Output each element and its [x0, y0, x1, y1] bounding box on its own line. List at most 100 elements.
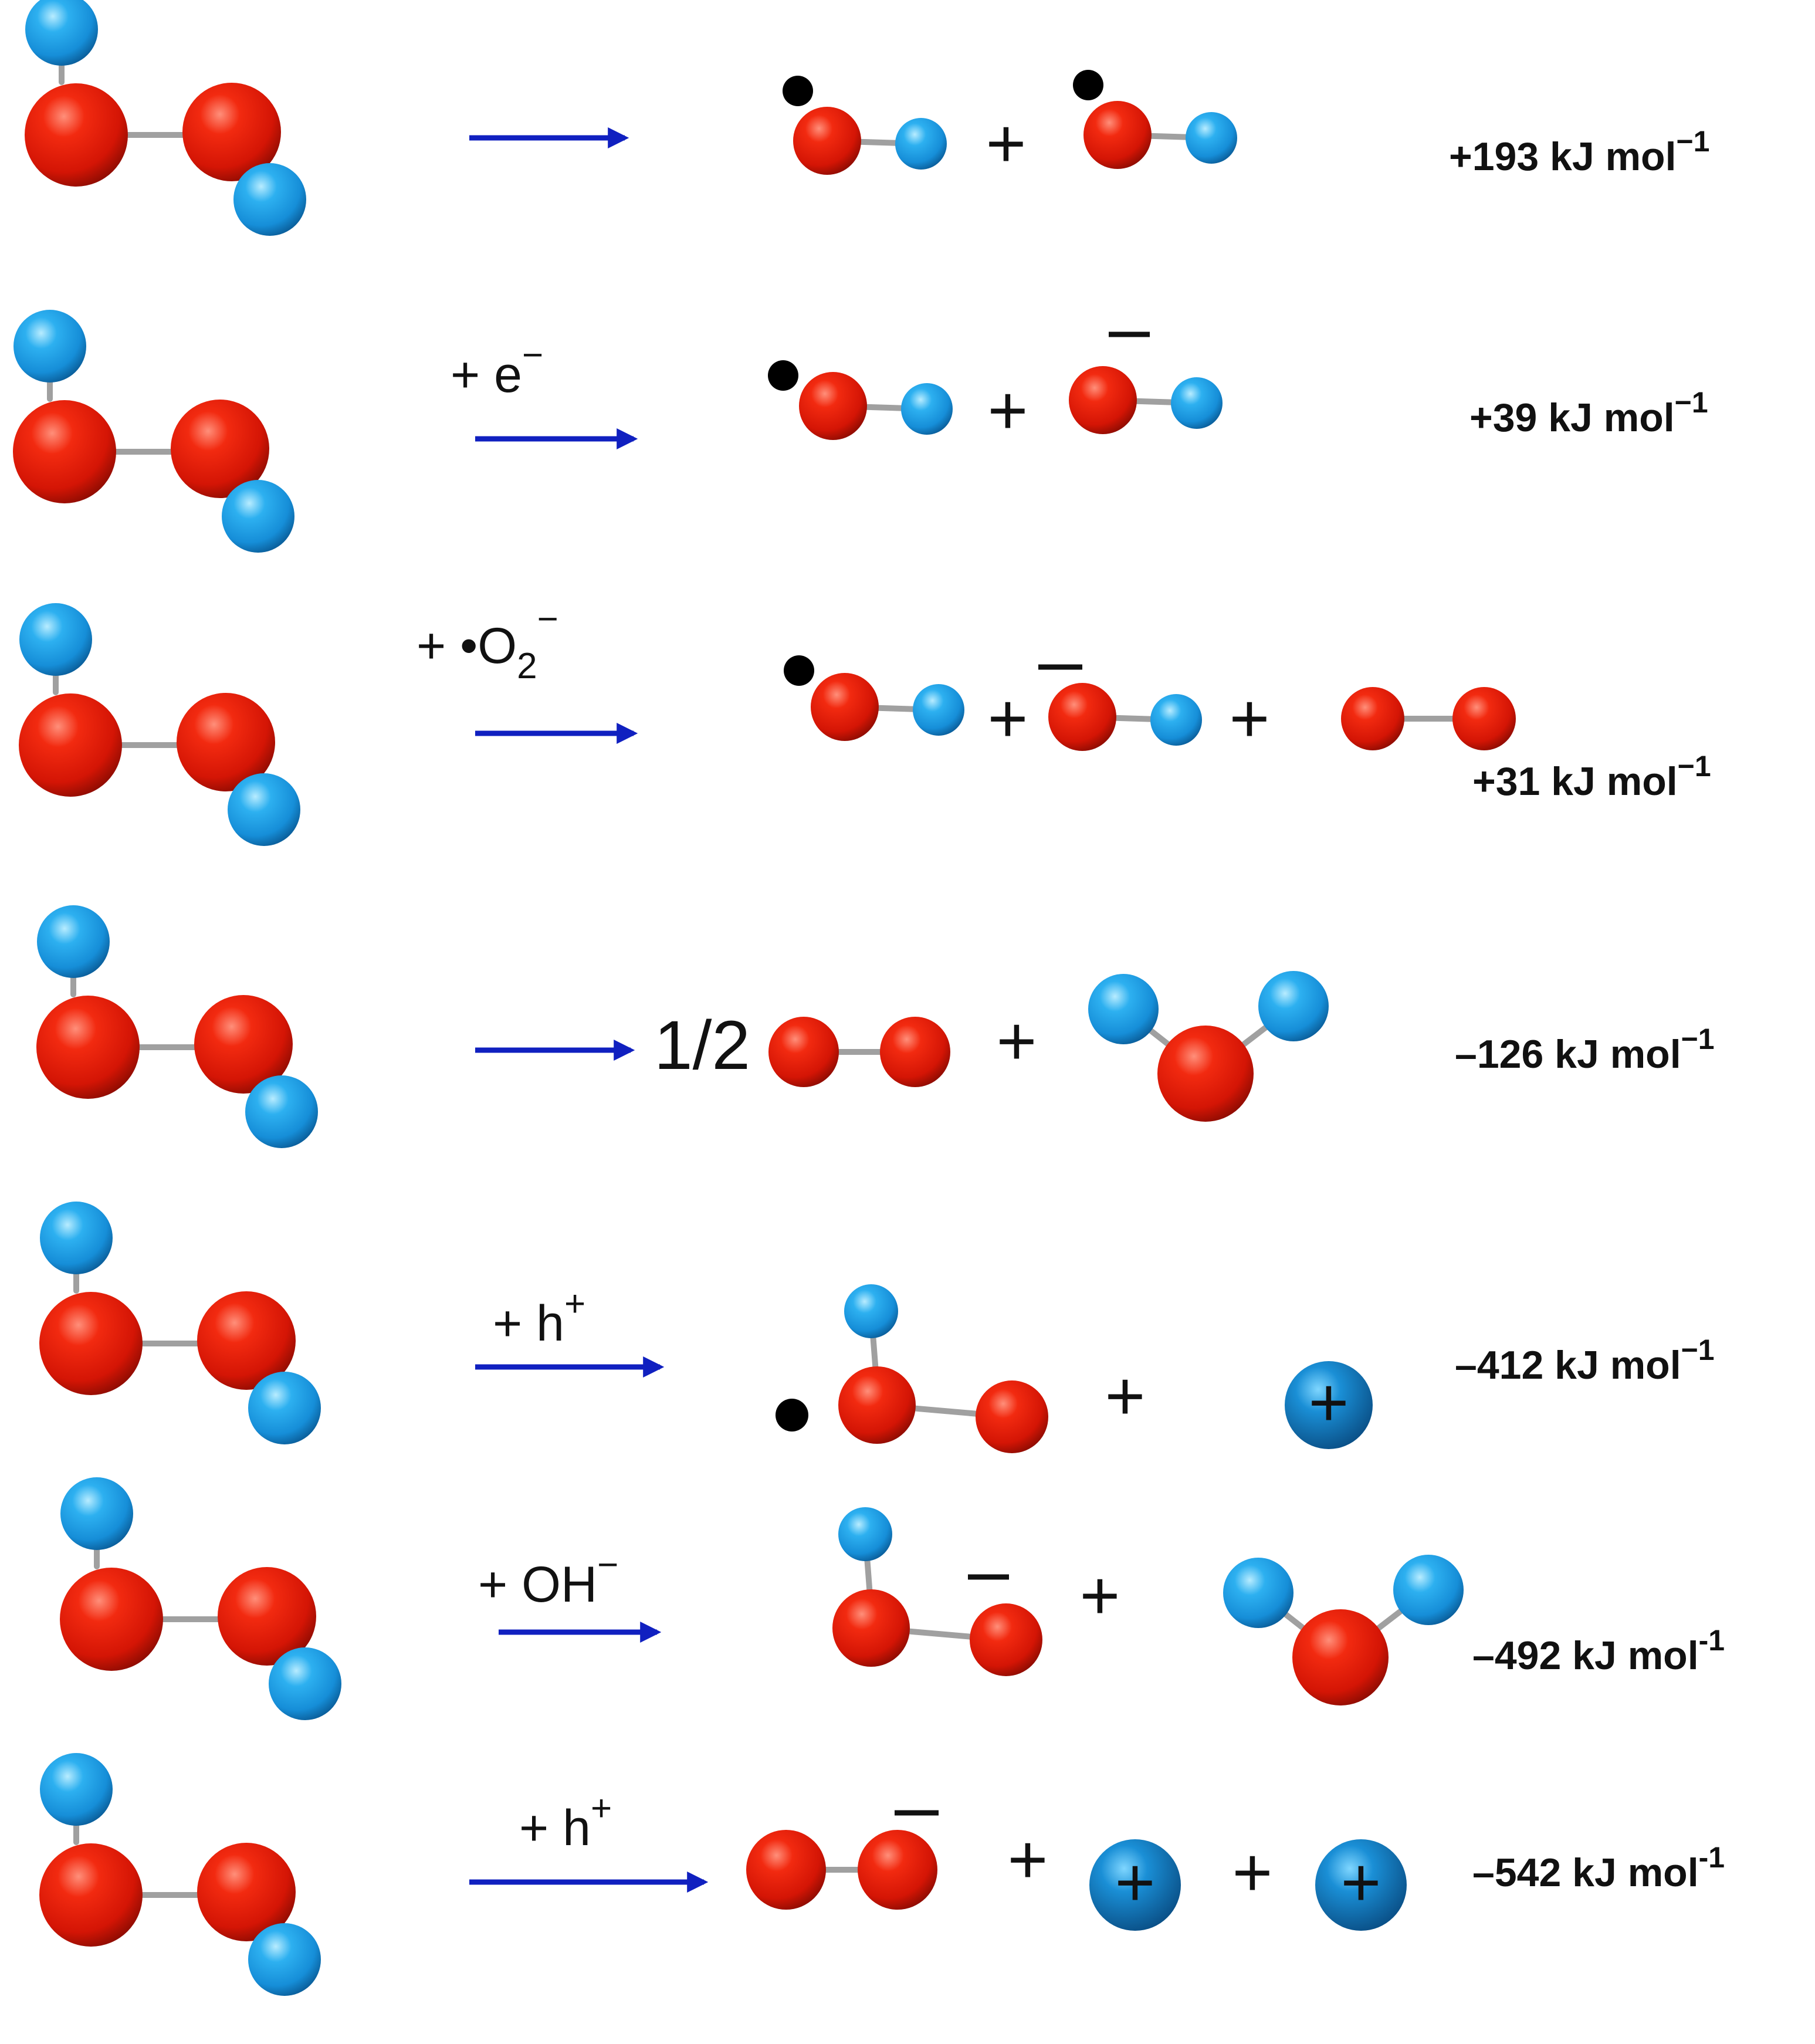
oxygen-atom [1341, 687, 1404, 750]
hydrogen-atom [1171, 377, 1223, 429]
plus-sign: + [986, 105, 1027, 182]
reagent: + •O2− [416, 599, 558, 686]
plus-sign: + [1232, 1834, 1273, 1911]
oxygen-atom [177, 693, 275, 791]
ion-plus-sign: + [1115, 1844, 1156, 1921]
hydroperoxyl [838, 1284, 1048, 1453]
hydrogen-atom [1186, 112, 1237, 164]
oxygen-atom [880, 1017, 950, 1087]
hydrogen-atom [895, 118, 947, 170]
oxygen-atom [1157, 1026, 1254, 1122]
radical-dot [768, 360, 798, 391]
oxygen-atom [171, 400, 269, 498]
hydrogen-atom [1258, 971, 1329, 1041]
hydroxyl-group [783, 76, 947, 175]
proton-sphere [1089, 1839, 1181, 1931]
oxygen-atom [1083, 101, 1152, 169]
reagent-label: + h+ [493, 1284, 585, 1352]
h2o2-molecule [39, 1202, 321, 1444]
water-molecule [1088, 971, 1329, 1122]
oxygen-atom [218, 1567, 316, 1666]
radical-dot [783, 76, 813, 106]
energy-value: –492 kJ mol-1 [1472, 1624, 1725, 1678]
reaction-row-7: + h+++++–542 kJ mol-1 [39, 1753, 1725, 1996]
plus-sign: + [1008, 1821, 1048, 1899]
reagent-label: + •O2− [416, 599, 558, 686]
energy-exponent: −1 [1675, 386, 1708, 419]
oxygen-atom [976, 1380, 1048, 1453]
reaction-row-4: 1/2+–126 kJ mol−1 [36, 905, 1715, 1148]
hydrogen-atom [37, 905, 110, 978]
plus-sign: + [997, 1003, 1037, 1080]
reagent-charge: + [564, 1284, 585, 1324]
energy-number: –492 kJ mol [1472, 1633, 1699, 1678]
hydrogen-atom [19, 603, 92, 676]
energy-number: –126 kJ mol [1455, 1032, 1681, 1077]
reaction-row-6: + OH−+–492 kJ mol-1 [60, 1477, 1725, 1720]
plus-sign: + [988, 372, 1028, 449]
reagent-subscript: 2 [517, 646, 537, 686]
oxygen-atom [39, 1292, 143, 1395]
h2o2-molecule [19, 603, 300, 846]
h2o2-molecule [39, 1753, 321, 1996]
hydroperoxyl [832, 1507, 1042, 1676]
oxygen-atom [194, 995, 293, 1094]
h-plus-ion: + [1315, 1839, 1407, 1931]
energy-value: +39 kJ mol−1 [1469, 386, 1708, 440]
reagent-charge: − [537, 599, 558, 639]
reaction-row-5: + h+++–412 kJ mol−1 [39, 1202, 1715, 1453]
hydrogen-atom [913, 684, 964, 736]
o2-molecule [746, 1830, 937, 1910]
hydrogen-atom [245, 1075, 318, 1148]
reagent-charge: + [591, 1788, 612, 1829]
hydrogen-atom [844, 1284, 898, 1338]
oxygen-atom [1069, 366, 1137, 434]
oxygen-atom [970, 1603, 1042, 1676]
reaction-row-1: + +193 kJ mol−1 [25, 0, 1710, 236]
hydrogen-atom [222, 480, 294, 553]
reagent-charge: − [522, 335, 543, 375]
hydroxyl-group [768, 360, 953, 440]
reagent: + e− [451, 335, 543, 403]
radical-dot [784, 655, 814, 686]
o2-molecule [1341, 687, 1516, 750]
reaction-energy: –492 kJ mol-1 [1472, 1624, 1725, 1678]
reagent-label: + OH− [478, 1545, 618, 1613]
oxygen-atom [746, 1830, 826, 1910]
oxygen-atom [1048, 683, 1116, 751]
radical-dot [776, 1399, 808, 1432]
reaction-row-3: + •O2−+++31 kJ mol−1 [19, 599, 1711, 846]
oxygen-atom [811, 673, 879, 741]
h2o2-molecule [25, 0, 306, 236]
hydrogen-atom [13, 310, 86, 383]
hydrogen-atom [1223, 1558, 1293, 1628]
hydrogen-atom [60, 1477, 133, 1550]
oxygen-atom [197, 1843, 296, 1941]
reagent: + OH− [478, 1545, 618, 1613]
oxygen-atom [799, 372, 867, 440]
h-plus-ion: + [1089, 1839, 1181, 1931]
h2o2-molecule [13, 310, 294, 553]
oxygen-atom [19, 693, 122, 797]
h2o2-molecule [60, 1477, 341, 1720]
energy-exponent: −1 [1676, 125, 1709, 158]
reaction-energy: +31 kJ mol−1 [1472, 750, 1711, 804]
energy-value: +31 kJ mol−1 [1472, 750, 1711, 804]
o2-molecule [768, 1017, 950, 1087]
oxygen-atom [182, 83, 281, 181]
reaction-energy: –542 kJ mol-1 [1472, 1841, 1725, 1895]
hydrogen-atom [40, 1202, 113, 1274]
hydrogen-atom [838, 1507, 892, 1561]
energy-number: –412 kJ mol [1455, 1343, 1681, 1388]
energy-number: +193 kJ mol [1449, 134, 1676, 179]
hydroxyl-group [1048, 683, 1202, 751]
oxygen-atom [39, 1843, 143, 1947]
energy-value: –542 kJ mol-1 [1472, 1841, 1725, 1895]
oxygen-atom [1292, 1609, 1389, 1705]
energy-value: +193 kJ mol−1 [1449, 125, 1710, 179]
oxygen-atom [832, 1589, 910, 1667]
reagent-charge: − [597, 1545, 618, 1585]
water-molecule [1223, 1555, 1464, 1705]
oxygen-atom [197, 1291, 296, 1390]
